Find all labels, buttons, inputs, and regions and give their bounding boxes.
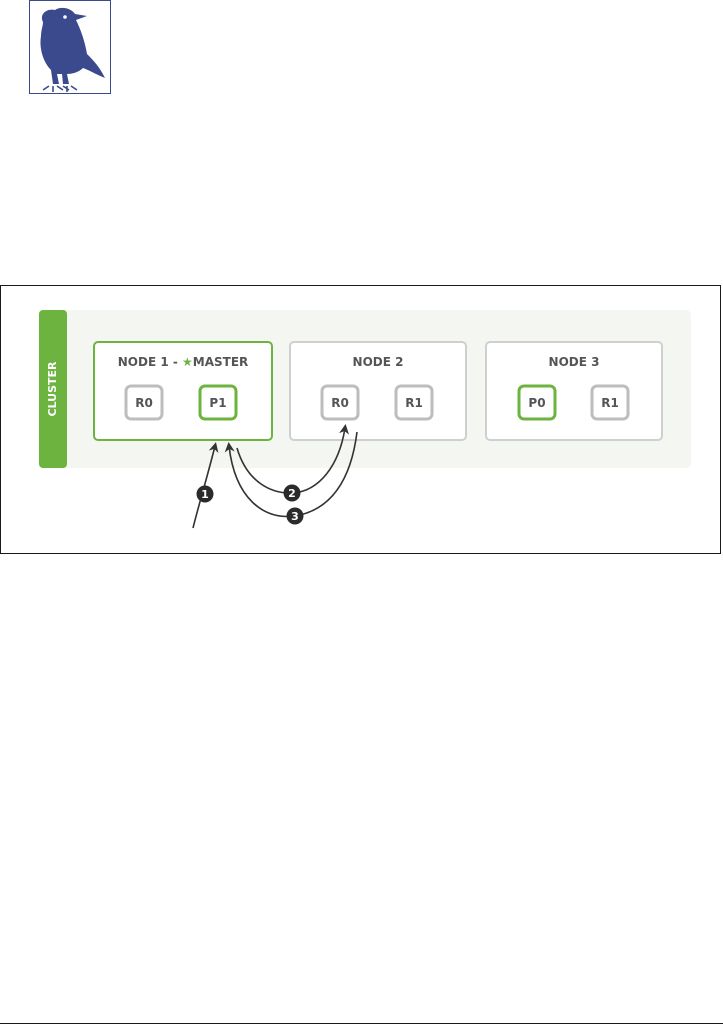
node-1-title-suffix: MASTER bbox=[193, 355, 249, 369]
node-3: NODE 3 P0 R1 bbox=[485, 341, 663, 441]
step-number: 2 bbox=[288, 487, 296, 500]
shard-box bbox=[124, 384, 164, 421]
step-marker-1: 1 bbox=[196, 485, 214, 503]
node-1-title: NODE 1 - ★MASTER bbox=[118, 355, 249, 369]
shard-label: P0 bbox=[528, 396, 545, 410]
publisher-logo bbox=[29, 0, 111, 95]
cluster-label-bar bbox=[39, 310, 67, 468]
figure-frame: CLUSTER NODE 1 - ★MASTER R0 P1 NODE 2 R0… bbox=[0, 285, 721, 554]
shard-label: R1 bbox=[405, 396, 423, 410]
shard-box bbox=[590, 384, 630, 421]
node-1: NODE 1 - ★MASTER R0 P1 bbox=[93, 341, 273, 441]
node-2-title: NODE 2 bbox=[353, 355, 404, 369]
node-3-title: NODE 3 bbox=[549, 355, 600, 369]
node-2: NODE 2 R0 R1 bbox=[289, 341, 467, 441]
page-footer-rule bbox=[0, 1023, 723, 1024]
node-1-title-prefix: NODE 1 - bbox=[118, 355, 182, 369]
shard-box bbox=[198, 384, 238, 421]
step-number: 1 bbox=[201, 488, 209, 501]
shard-label: R1 bbox=[601, 396, 619, 410]
shard-box bbox=[320, 384, 360, 421]
step-number: 3 bbox=[291, 510, 299, 523]
shard-box bbox=[394, 384, 434, 421]
shard-label: P1 bbox=[209, 396, 226, 410]
cluster-diagram: CLUSTER NODE 1 - ★MASTER R0 P1 NODE 2 R0… bbox=[39, 310, 691, 529]
shard-label: R0 bbox=[331, 396, 349, 410]
shard-label: R0 bbox=[135, 396, 153, 410]
shard-box bbox=[517, 384, 557, 421]
step-marker-2: 2 bbox=[283, 484, 301, 502]
step-marker-3: 3 bbox=[286, 507, 304, 525]
cluster-label: CLUSTER bbox=[46, 361, 59, 417]
bird-logo-icon bbox=[29, 0, 111, 94]
master-star-icon: ★ bbox=[182, 355, 193, 369]
